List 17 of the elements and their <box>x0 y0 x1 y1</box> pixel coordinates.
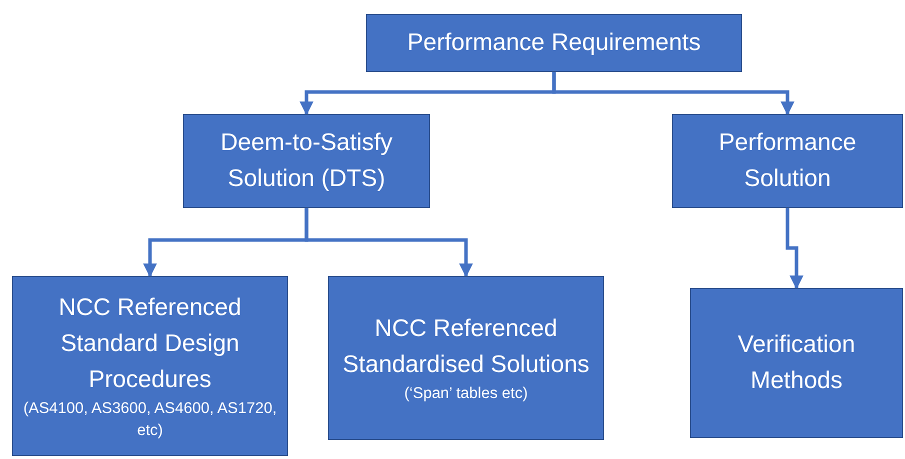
process-box <box>672 114 903 208</box>
box-title: Performance Solution <box>718 128 858 194</box>
process-box <box>183 114 430 208</box>
process-box <box>366 14 742 72</box>
connector-arrow <box>786 208 804 290</box>
box-title: Verification Methods <box>736 330 856 396</box>
box-title: Deem-to-Satisfy Solution (DTS) <box>219 128 394 194</box>
connector-arrow <box>304 208 473 278</box>
process-box <box>12 276 288 456</box>
process-box <box>690 288 903 438</box>
process-box <box>328 276 604 440</box>
box-title: NCC Referenced Standard Design Procedures <box>58 292 242 395</box>
box-note: (AS4100, AS3600, AS4600, AS1720, etc) <box>22 398 278 441</box>
box-title: NCC Referenced Standardised Solutions <box>342 314 590 380</box>
connector-arrow <box>552 72 794 116</box>
box-title: Performance Requirements <box>407 28 701 58</box>
box-note: (‘Span’ tables etc) <box>404 384 528 404</box>
